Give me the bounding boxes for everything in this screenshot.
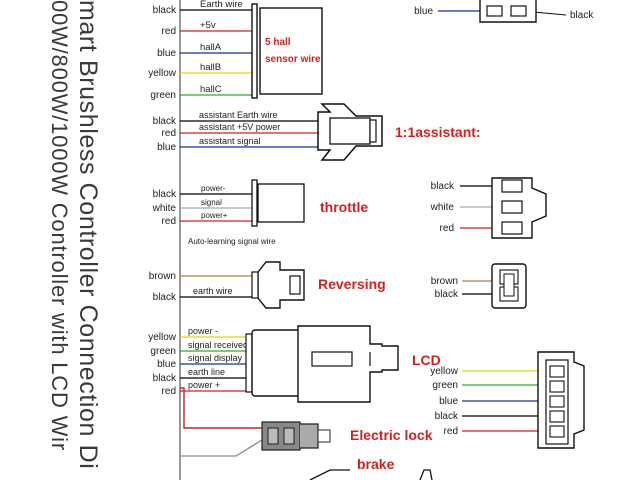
hall-plug-wire-color-1: black [570, 10, 594, 21]
lcd-title: LCD [412, 352, 441, 368]
hall-wire-signal-4: hallC [200, 84, 222, 95]
reversing-plug-latch [503, 273, 515, 297]
lcd-plug-pin-3 [549, 410, 565, 423]
lcd-wire-color-3: black [153, 373, 177, 384]
lcd-plug-pin-2 [549, 395, 565, 408]
throttle-section: black power-white signal red power+ Auto-lea… [152, 177, 547, 246]
throttle-wire-signal-2: power+ [201, 211, 228, 220]
lock-connector-pin-0 [267, 427, 279, 445]
hall-wire-color-1: red [162, 26, 176, 37]
hall-wire-signal-1: +5v [200, 20, 216, 31]
reversing-connector-pin [289, 275, 301, 295]
reversing-connector-bar [251, 271, 259, 299]
lcd-plug-wire-color-4: red [444, 426, 458, 437]
throttle-plug-wire-color-0: black [431, 181, 455, 192]
assistant-title: 1:1assistant: [395, 124, 481, 140]
hall-label-line1: 5 hall [265, 37, 291, 48]
brake-connector-edge [309, 469, 350, 480]
electric-lock-title: Electric lock [350, 427, 433, 443]
reversing-section: brown black earth wire Reversing brown blac… [149, 261, 527, 309]
hall-wire-color-0: black [153, 5, 177, 16]
assistant-wire-signal-2: assistant signal [199, 136, 261, 146]
lcd-plug-pin-1 [549, 380, 565, 393]
throttle-plug-pin-2 [501, 221, 523, 235]
lcd-plug-wire-color-1: green [432, 380, 458, 391]
hall-connector-bar [251, 3, 258, 99]
throttle-wire-color-2: red [162, 216, 176, 227]
hall-wire-color-2: blue [157, 48, 176, 59]
throttle-wire-color-0: black [153, 189, 177, 200]
hall-section: black Earth wire red +5v blue hallA yellow hall… [148, 0, 323, 101]
lcd-connector-housing [251, 329, 303, 397]
reversing-wire-color-1: black [153, 292, 177, 303]
lcd-wire-signal-4: power + [188, 380, 220, 390]
lock-connector-tab [317, 429, 331, 443]
assistant-wire-signal-0: assistant Earth wire [199, 110, 278, 120]
hall-plug-pin-1 [510, 5, 527, 17]
lcd-wire-color-0: yellow [148, 332, 177, 343]
lcd-wire-color-1: green [150, 346, 176, 357]
brake-section: brake [309, 456, 433, 480]
lock-connector-shell [300, 423, 319, 449]
electric-lock-section: Electric lock [180, 387, 433, 457]
throttle-plug-pin-0 [501, 179, 523, 193]
reversing-plug-wire-color-1: black [435, 289, 459, 300]
hall-plug-pin-0 [486, 5, 503, 17]
lcd-wire-signal-3: earth line [188, 367, 225, 377]
throttle-plug-pin-1 [501, 200, 523, 214]
hall-label-line2: sensor wire [265, 54, 321, 65]
lcd-connector-bar [245, 333, 253, 393]
assistant-connector-tab [369, 119, 377, 143]
hall-wire-signal-3: hallB [200, 62, 221, 73]
lcd-plug-pin-0 [549, 365, 565, 378]
lock-connector-pin-1 [283, 427, 295, 445]
throttle-plug-wire-color-1: white [430, 202, 455, 213]
throttle-wire-color-1: white [152, 203, 177, 214]
lock-wire-red [180, 387, 262, 429]
lcd-connector-cavity [311, 351, 353, 367]
throttle-connector-body [257, 183, 305, 223]
reversing-plug-wire-color-0: brown [431, 276, 458, 287]
lock-wire-grey [180, 439, 263, 457]
lcd-plug-wire-color-3: black [435, 411, 459, 422]
throttle-title: throttle [320, 199, 368, 215]
reversing-wire-color-0: brown [149, 271, 176, 282]
lcd-wire-signal-1: signal received [188, 340, 248, 350]
assistant-connector-cavity [329, 117, 371, 145]
throttle-plug-wire-color-2: red [440, 223, 454, 234]
reversing-wire-signal-1: earth wire [193, 286, 233, 296]
reversing-title: Reversing [318, 276, 386, 292]
brake-plug-edge [419, 469, 433, 480]
lcd-wire-signal-0: power - [188, 326, 218, 336]
hall-wire-color-4: green [150, 90, 176, 101]
throttle-connector-bar [251, 179, 258, 227]
hall-plug-wire-color-0: blue [414, 6, 433, 17]
throttle-wire-signal-0: power- [201, 184, 226, 193]
lcd-wire-color-4: red [162, 386, 176, 397]
lcd-plug-wire-color-0: yellow [430, 366, 459, 377]
hall-plug-partial: blue black [414, 0, 594, 23]
lcd-plug-wire-color-2: blue [439, 396, 458, 407]
hall-wire-color-3: yellow [148, 68, 177, 79]
assistant-section: black assistant Earth wire red assistant +5… [153, 103, 481, 161]
lcd-section: yellow power - green signal received blue sig… [148, 325, 585, 449]
reversing-connector-body [257, 261, 305, 309]
assistant-wire-color-2: blue [157, 142, 176, 153]
assistant-wire-signal-1: assistant +5V power [199, 122, 280, 132]
lcd-plug-pin-4 [549, 425, 565, 438]
hall-plug-wire-1 [532, 11, 567, 16]
lcd-wire-signal-2: signal display [188, 353, 243, 363]
brake-title: brake [357, 456, 395, 472]
throttle-wire-signal-1: signal [201, 198, 222, 207]
hall-wire-signal-0: Earth wire [200, 0, 243, 10]
hall-wire-signal-2: hallA [200, 42, 222, 53]
assistant-wire-color-1: red [162, 128, 176, 139]
throttle-note: Auto-learning signal wire [188, 237, 276, 246]
assistant-wire-color-0: black [153, 116, 177, 127]
lcd-wire-color-2: blue [157, 359, 176, 370]
hall-connector-body [259, 7, 323, 95]
